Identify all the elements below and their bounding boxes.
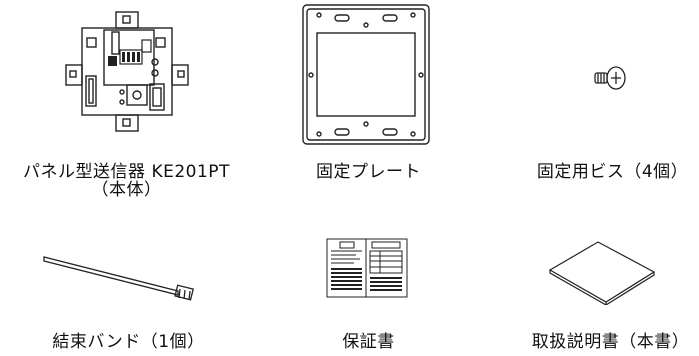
item-caption-warranty: 保証書 bbox=[252, 333, 485, 351]
item-caption-manual: 取扱説明書（本書） bbox=[494, 333, 699, 351]
manual-illustration bbox=[546, 240, 658, 305]
transmitter-unit-illustration bbox=[62, 10, 192, 135]
manual-booklet-icon bbox=[548, 241, 656, 305]
item-caption-plate: 固定プレート bbox=[252, 163, 485, 181]
item-caption-transmitter: パネル型送信器 KE201PT （本体） bbox=[10, 163, 243, 199]
cable-tie-icon bbox=[43, 256, 195, 301]
screw-icon bbox=[594, 66, 626, 90]
item-name-screw: 固定用ビス（4個） bbox=[536, 162, 689, 182]
screw-illustration bbox=[592, 63, 628, 93]
mounting-plate-icon bbox=[302, 4, 430, 145]
cable-tie-illustration bbox=[40, 253, 200, 303]
warranty-card-icon bbox=[326, 238, 408, 298]
item-caption-cable-tie: 結束バンド（1個） bbox=[12, 333, 245, 351]
warranty-illustration bbox=[326, 238, 408, 298]
item-subname-transmitter: （本体） bbox=[91, 180, 162, 200]
mounting-plate-illustration bbox=[297, 3, 435, 146]
transmitter-unit-icon bbox=[65, 11, 189, 132]
item-name-warranty: 保証書 bbox=[342, 332, 395, 352]
item-caption-screw: 固定用ビス（4個） bbox=[496, 163, 699, 181]
item-name-plate: 固定プレート bbox=[316, 162, 421, 182]
item-name-transmitter: パネル型送信器 KE201PT bbox=[23, 162, 230, 182]
item-name-manual: 取扱説明書（本書） bbox=[531, 332, 690, 352]
item-name-cable-tie: 結束バンド（1個） bbox=[52, 332, 205, 352]
